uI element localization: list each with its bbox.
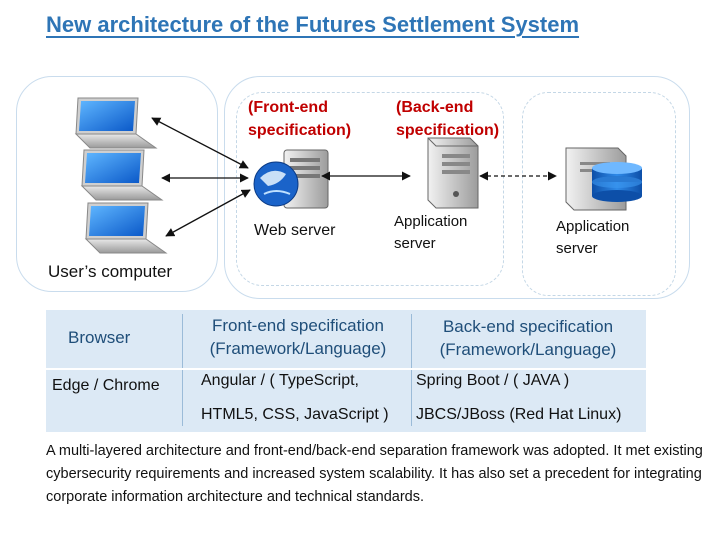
table-cell-front-end: HTML5, CSS, JavaScript ): [201, 406, 389, 423]
laptop-icon: [74, 97, 158, 149]
table-header-back-end-sub: (Framework/Language): [439, 340, 617, 359]
page-title: New architecture of the Futures Settleme…: [46, 12, 580, 37]
app-server-label-line: server: [394, 235, 436, 252]
description-paragraph: A multi-layered architecture and front-e…: [46, 443, 703, 505]
table-divider: [411, 314, 412, 426]
spec-table: Browser Front-end specification (Framewo…: [46, 310, 646, 432]
app-server-label-line: Application: [394, 213, 468, 230]
database-application-server-label: Application server: [556, 216, 629, 260]
web-app-server-group: [236, 92, 504, 286]
users-computer-label: User’s computer: [48, 262, 173, 281]
front-spec-line: specification): [248, 122, 352, 139]
web-server-label: Web server: [254, 222, 336, 239]
table-divider: [182, 314, 183, 426]
table-header-front-end: Front-end specification: [212, 316, 384, 335]
laptop-icon: [80, 149, 164, 201]
front-end-spec-label: (Front-end specification): [248, 96, 351, 142]
app-server-label-line: Application: [556, 218, 630, 235]
app-server-label-line: server: [556, 240, 598, 257]
table-header-back-end: Back-end specification: [442, 317, 614, 336]
table-header-browser: Browser: [68, 328, 131, 347]
database-server-icon: [565, 147, 642, 211]
table-cell-browser: Edge / Chrome: [52, 377, 160, 394]
back-spec-line: specification): [396, 122, 500, 139]
back-spec-line: (Back-end: [396, 99, 474, 116]
front-spec-line: (Front-end: [248, 99, 328, 116]
table-divider: [46, 368, 646, 370]
laptop-icon: [84, 202, 168, 254]
table-cell-back-end: JBCS/JBoss (Red Hat Linux): [416, 406, 622, 423]
web-server-icon: [253, 149, 329, 209]
connection-arrow: [165, 189, 251, 237]
application-server-label: Application server: [394, 211, 467, 255]
table-header-front-end-sub: (Framework/Language): [209, 339, 387, 358]
connection-arrow: [151, 117, 249, 169]
application-server-icon: [427, 137, 479, 209]
table-cell-back-end: Spring Boot / ( JAVA ): [416, 372, 570, 389]
back-end-spec-label: (Back-end specification): [396, 96, 499, 142]
database-server-group: [522, 92, 676, 296]
table-cell-front-end: Angular / ( TypeScript,: [201, 372, 359, 389]
